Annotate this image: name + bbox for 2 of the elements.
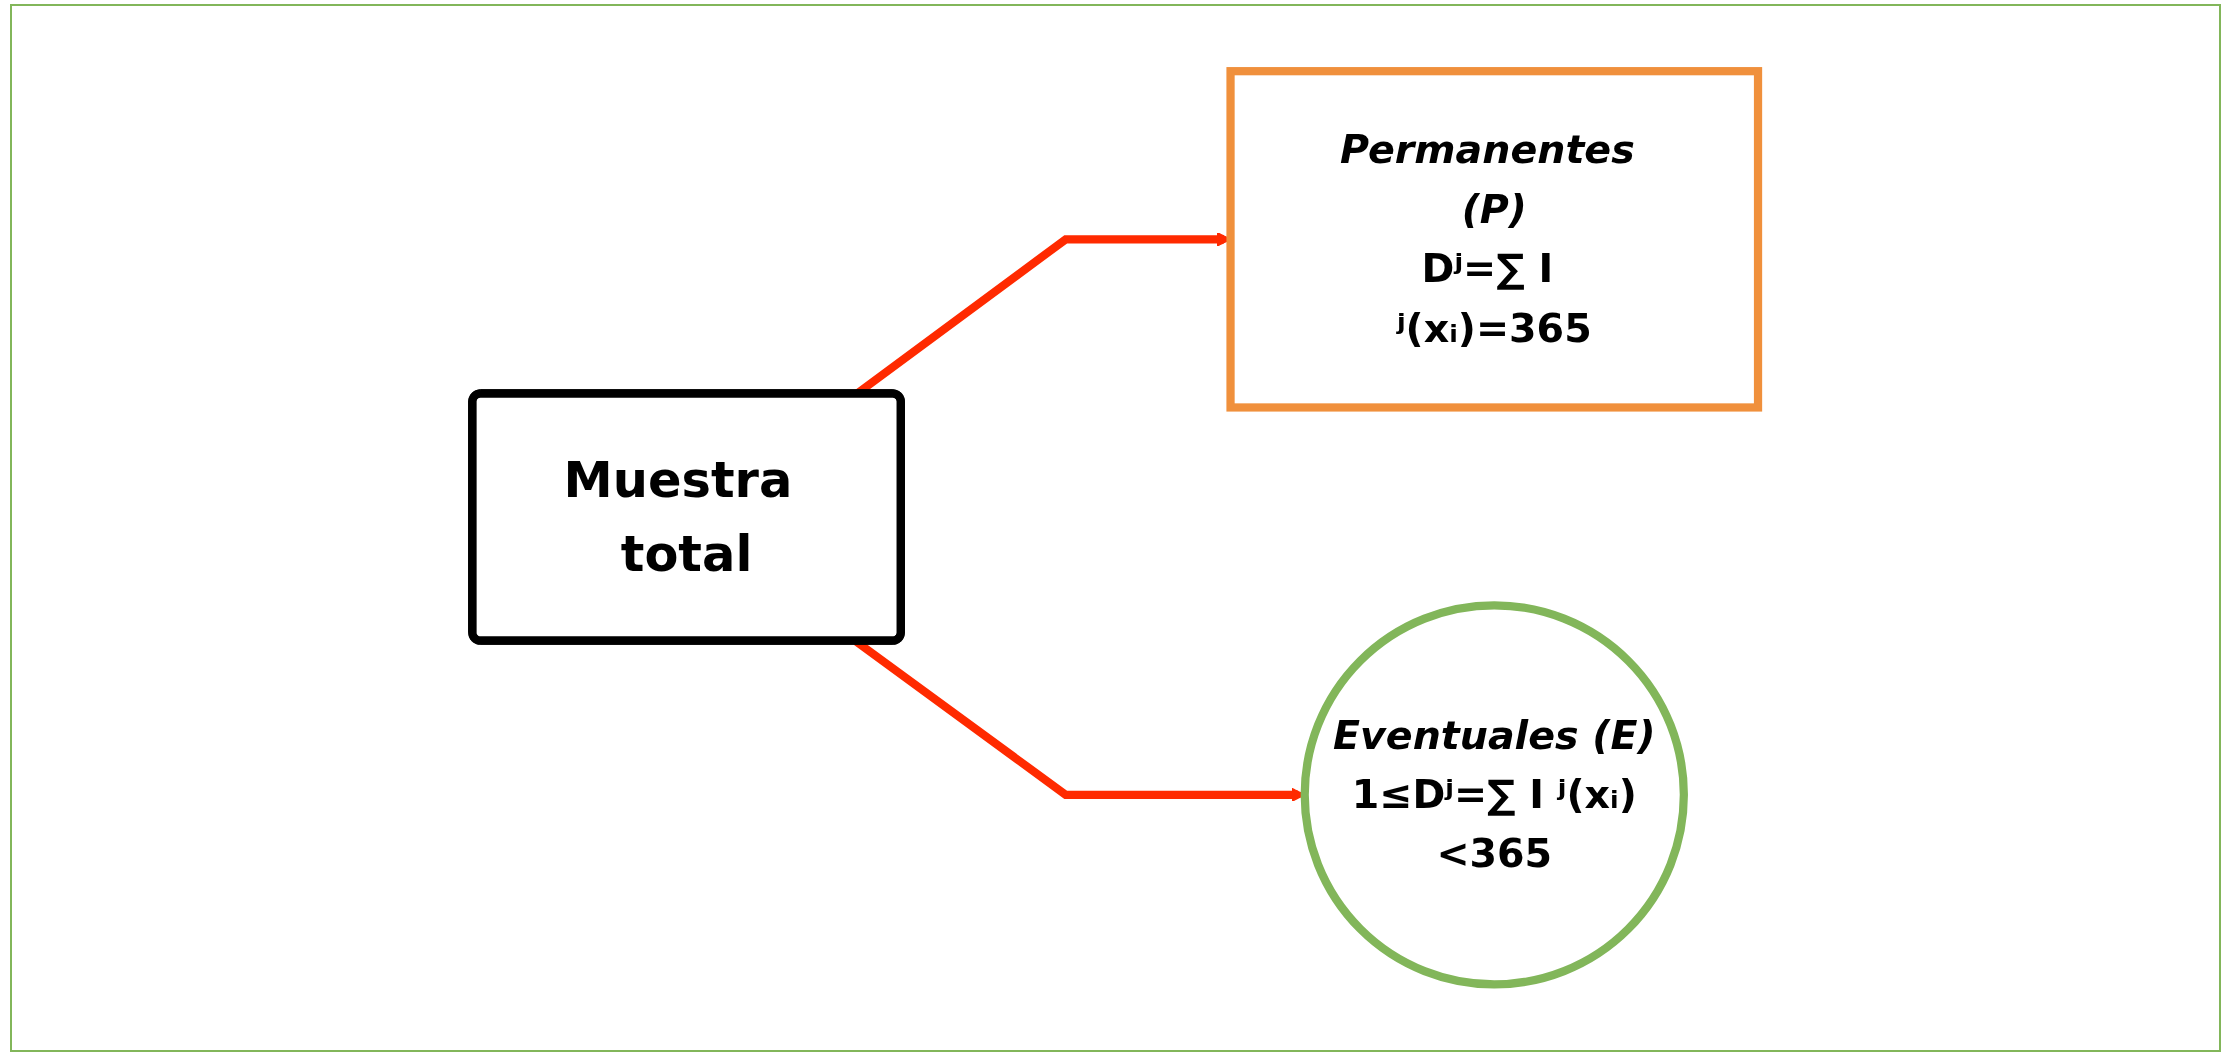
node-circle: Eventuales (E) 1≤Dʲ=∑ I ʲ(xᵢ)<365 xyxy=(1300,601,1689,989)
node-box: Permanentes (P) Dʲ=∑ I ʲ(xᵢ)=365 xyxy=(1226,67,1763,412)
